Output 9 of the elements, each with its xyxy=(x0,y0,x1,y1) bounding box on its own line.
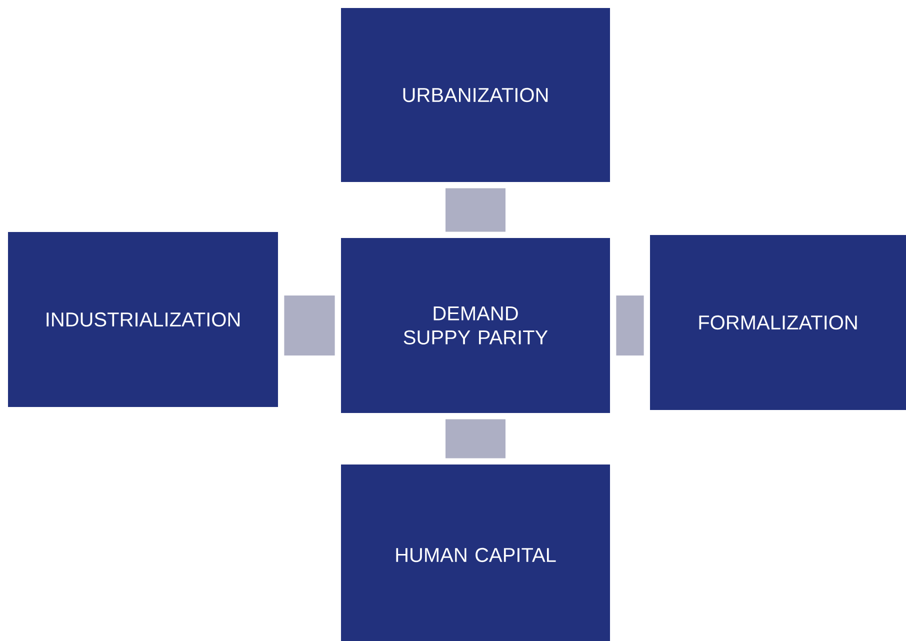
concept-box: INDUSTRIALIZATION xyxy=(8,232,278,407)
connector-bar xyxy=(446,188,506,232)
connector-bar xyxy=(616,296,644,356)
concept-box: HUMAN CAPITAL xyxy=(341,464,610,641)
connector-bar xyxy=(284,296,335,356)
concept-box: FORMALIZATION xyxy=(650,235,906,410)
concept-box: URBANIZATION xyxy=(341,8,610,182)
concept-box: DEMAND SUPPY PARITY xyxy=(341,238,610,413)
connector-bar xyxy=(446,419,506,458)
